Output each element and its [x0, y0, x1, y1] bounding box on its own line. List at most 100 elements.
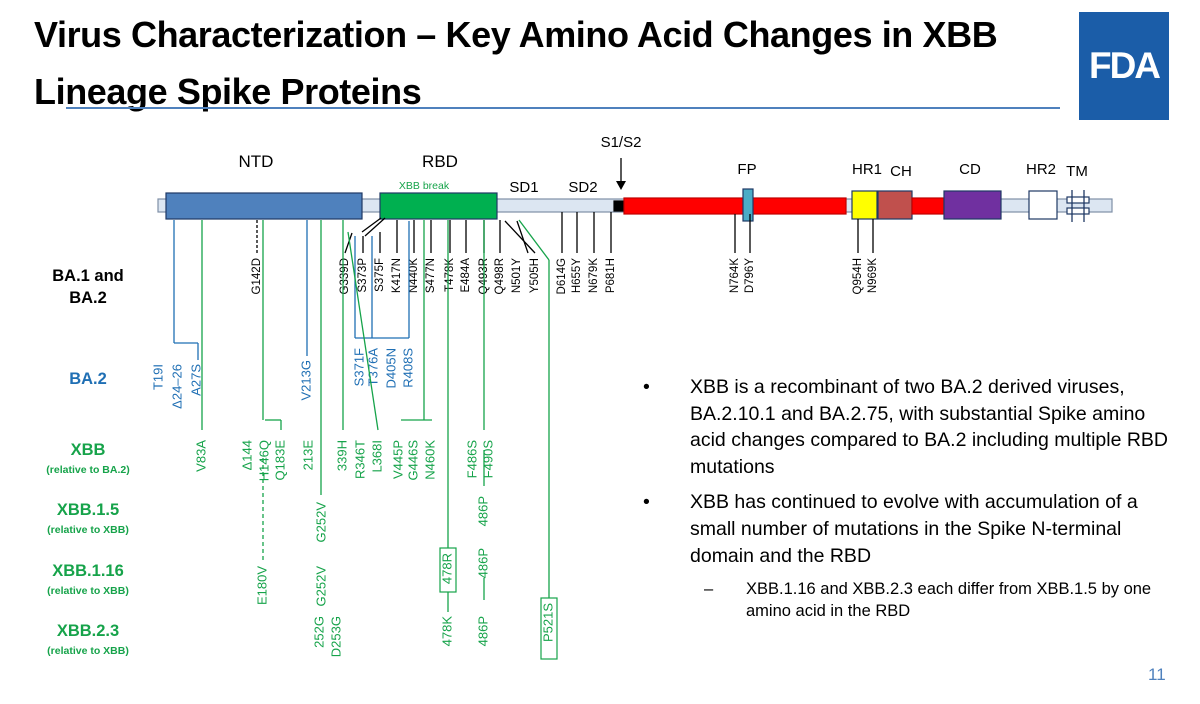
row-label-line: XBB	[70, 441, 106, 459]
page-title: Virus Characterization – Key Amino Acid …	[34, 14, 998, 112]
mutation-ba1-ba2: T478K	[444, 258, 456, 292]
row-label-line: XBB.2.3	[56, 622, 120, 640]
ch-cd-link-block	[911, 197, 945, 215]
mutation-ba1-ba2: N679K	[588, 258, 600, 293]
mutation-xbb116: G252V	[313, 566, 328, 607]
mutation-ba2: Δ24–26	[169, 364, 184, 409]
rbd-connector	[361, 217, 382, 233]
xbb23-connector	[518, 219, 550, 261]
sd1-connector	[516, 220, 529, 254]
s2-region-block	[623, 197, 847, 215]
mutation-xbb: V445P	[390, 440, 405, 479]
mutation-ba1-ba2: E484A	[460, 258, 472, 293]
mutation-ba1-ba2: Y505H	[529, 258, 541, 293]
mutation-ba1-ba2: N501Y	[511, 258, 523, 293]
rbd-domain-block	[379, 192, 498, 220]
hr1-domain-block	[851, 190, 878, 220]
domain-label-hr2: HR2	[1026, 161, 1056, 178]
mutation-xbb23: 252G	[311, 616, 326, 648]
domain-label-s1s2: S1/S2	[601, 134, 642, 151]
mutation-xbb: Q183E	[272, 440, 287, 481]
bullet-item: • XBB is a recombinant of two BA.2 deriv…	[640, 374, 1180, 480]
mutation-xbb23: D253G	[328, 616, 343, 657]
sub-bullet-text: XBB.1.16 and XBB.2.3 each differ from XB…	[746, 580, 1152, 621]
mutation-xbb116: 486P	[475, 548, 490, 578]
mutation-ba2: V213G	[298, 360, 313, 400]
mutation-ba2: T376A	[365, 348, 380, 387]
row-label-line: XBB.1.5	[56, 501, 120, 519]
bullet-mark: •	[643, 376, 650, 398]
row-label-line: BA.1 and	[52, 267, 124, 285]
mutation-xbb: L368I	[369, 440, 384, 473]
mutation-ba1-ba2: G339D	[339, 258, 351, 294]
row-label-line: (relative to XBB)	[47, 585, 129, 597]
rbd-connector	[364, 217, 386, 237]
ntd-domain-block	[165, 192, 363, 220]
row-label: XBB.2.3 (relative to XBB)	[10, 621, 166, 660]
mutation-ba1-ba2: S373P	[357, 258, 369, 293]
s1-s2-arrow-head	[616, 181, 626, 190]
title-underline	[66, 107, 1060, 109]
row-label-line: (relative to BA.2)	[46, 464, 130, 476]
tm-domain-block-bottom	[1066, 207, 1090, 215]
sd1-connector	[504, 220, 536, 254]
domain-label-sd1: SD1	[509, 179, 538, 196]
mutation-ba1-ba2: N764K	[729, 258, 741, 293]
mutation-ba1-ba2: P681H	[605, 258, 617, 293]
domain-label-ntd: NTD	[239, 152, 274, 171]
fp-domain-block	[742, 188, 754, 222]
row-label: XBB (relative to BA.2)	[10, 440, 166, 479]
mutation-xbb23-box	[540, 597, 558, 660]
cd-domain-block	[943, 190, 1002, 220]
domain-label-tm: TM	[1066, 163, 1088, 180]
row-label-line: (relative to XBB)	[47, 645, 129, 657]
mutation-ba1-ba2: H655Y	[571, 258, 583, 293]
fda-logo-text: FDA	[1088, 45, 1161, 86]
mutation-xbb: N460K	[422, 440, 437, 480]
fda-logo: FDA	[1079, 12, 1169, 120]
mutation-xbb: H146Q	[256, 440, 271, 481]
mutation-ba1-ba2: S375F	[374, 258, 386, 292]
mutation-ba1-ba2: K417N	[391, 258, 403, 293]
mutation-xbb116: E180V	[254, 566, 269, 605]
mutation-ba2: A27S	[188, 364, 203, 396]
row-label: XBB.1.16 (relative to XBB)	[10, 561, 166, 600]
mutation-xbb: G446S	[405, 440, 420, 481]
sub-bullet-item: – XBB.1.16 and XBB.2.3 each differ from …	[640, 578, 1180, 622]
row-label-line: BA.2	[69, 289, 107, 307]
domain-label-rbd: RBD	[422, 152, 458, 171]
ch-domain-block	[877, 190, 913, 220]
mutation-xbb: F490S	[480, 440, 495, 479]
s1-s2-cleavage-block	[613, 200, 625, 212]
row-label: BA.2	[10, 368, 166, 390]
xbb-connector	[347, 231, 379, 431]
domain-label-cd: CD	[959, 161, 981, 178]
mutation-ba1-ba2: N440K	[408, 258, 420, 293]
domain-label-hr1: HR1	[852, 161, 882, 178]
mutation-xbb23: 486P	[475, 616, 490, 646]
mutation-ba1-ba2: Q498R	[494, 258, 506, 294]
mutation-ba1-ba2: G142D	[251, 258, 263, 294]
xbb-break-label: XBB break	[399, 180, 450, 192]
bullet-text: XBB has continued to evolve with accumul…	[690, 491, 1138, 567]
mutation-xbb23: P521S	[540, 603, 555, 642]
mutation-ba2: S371F	[351, 348, 366, 386]
rbd-connector	[344, 232, 353, 254]
mutation-xbb116: 478R	[439, 553, 454, 584]
mutation-xbb: 213E	[300, 440, 315, 471]
row-label-line: XBB.1.16	[52, 562, 124, 580]
mutation-xbb: R346T	[352, 440, 367, 479]
domain-label-fp: FP	[737, 161, 756, 178]
row-label: XBB.1.5(relative to XBB)	[10, 500, 166, 539]
domain-label-sd2: SD2	[568, 179, 597, 196]
page-number: 11	[1148, 665, 1166, 684]
mutation-ba1-ba2: D614G	[556, 258, 568, 294]
mutation-xbb23: 478K	[439, 616, 454, 647]
mutation-xbb: Δ144	[239, 440, 254, 470]
bullet-text: XBB is a recombinant of two BA.2 derived…	[690, 376, 1169, 478]
mutation-xbb: V83A	[193, 440, 208, 472]
bullet-list: • XBB is a recombinant of two BA.2 deriv…	[640, 374, 1180, 622]
mutation-ba2: R408S	[400, 348, 415, 388]
